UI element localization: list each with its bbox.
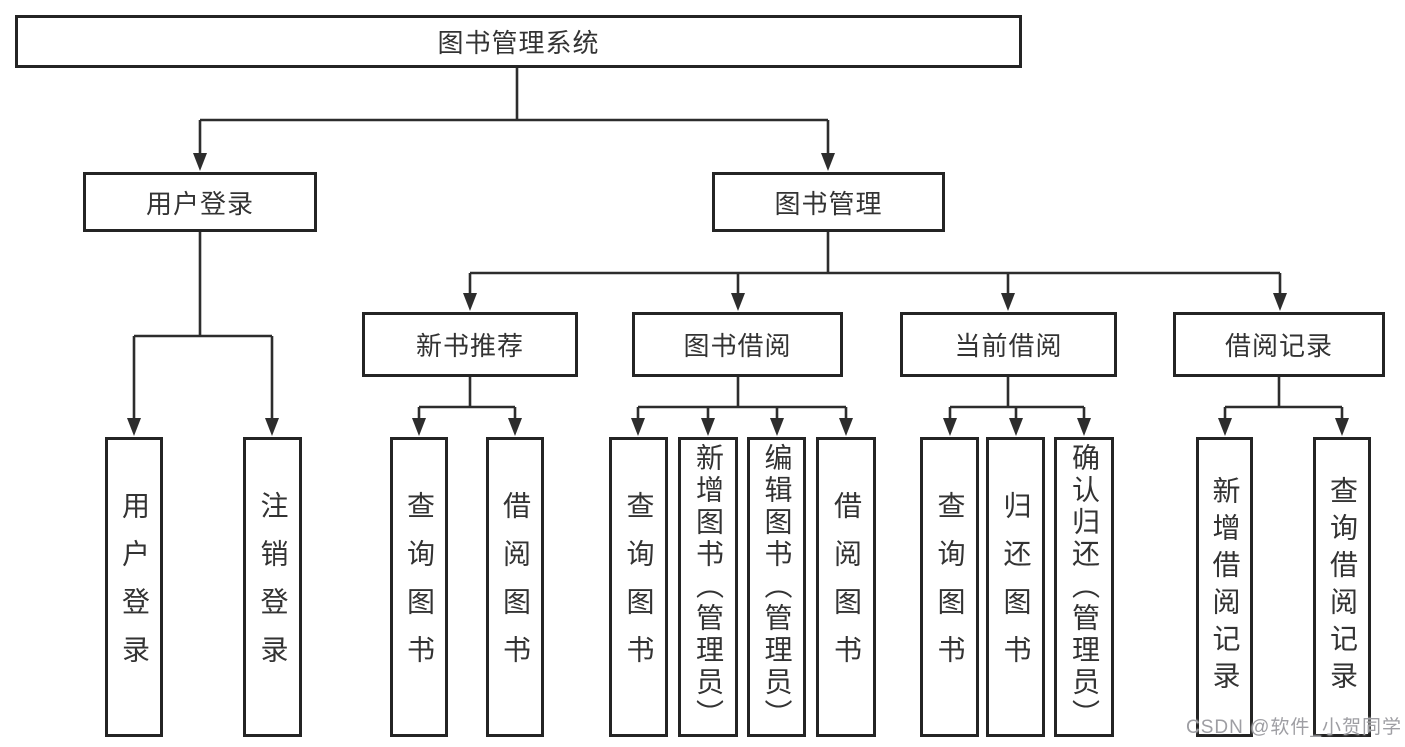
node-book-management: 图书管理 [712, 172, 945, 232]
leaf-user-login: 用户登录 [105, 437, 163, 737]
leaf-confirm-return-admin: 确认归还（管理员） [1054, 437, 1114, 737]
node-book-borrowing: 图书借阅 [632, 312, 843, 377]
leaf-query-borrow-record: 查询借阅记录 [1313, 437, 1371, 737]
leaf-query-books-borrowing: 查询图书 [609, 437, 668, 737]
leaf-edit-books-admin: 编辑图书（管理员） [747, 437, 806, 737]
leaf-query-books-recommend: 查询图书 [390, 437, 448, 737]
leaf-query-books-current: 查询图书 [920, 437, 979, 737]
leaf-borrow-books-borrowing: 借阅图书 [816, 437, 876, 737]
watermark: CSDN @软件_小贺同学 [1186, 717, 1402, 738]
node-library-system: 图书管理系统 [15, 15, 1022, 68]
leaf-borrow-books-recommend: 借阅图书 [486, 437, 544, 737]
leaf-add-borrow-record: 新增借阅记录 [1196, 437, 1253, 737]
node-current-borrowing: 当前借阅 [900, 312, 1117, 377]
node-borrowing-records: 借阅记录 [1173, 312, 1385, 377]
leaf-return-books: 归还图书 [986, 437, 1045, 737]
leaf-logout-login: 注销登录 [243, 437, 302, 737]
node-new-book-recommend: 新书推荐 [362, 312, 578, 377]
connector-paths [132, 68, 1344, 419]
leaf-add-books-admin: 新增图书（管理员） [678, 437, 738, 737]
node-user-login: 用户登录 [83, 172, 317, 232]
arrowheads [127, 153, 1349, 436]
